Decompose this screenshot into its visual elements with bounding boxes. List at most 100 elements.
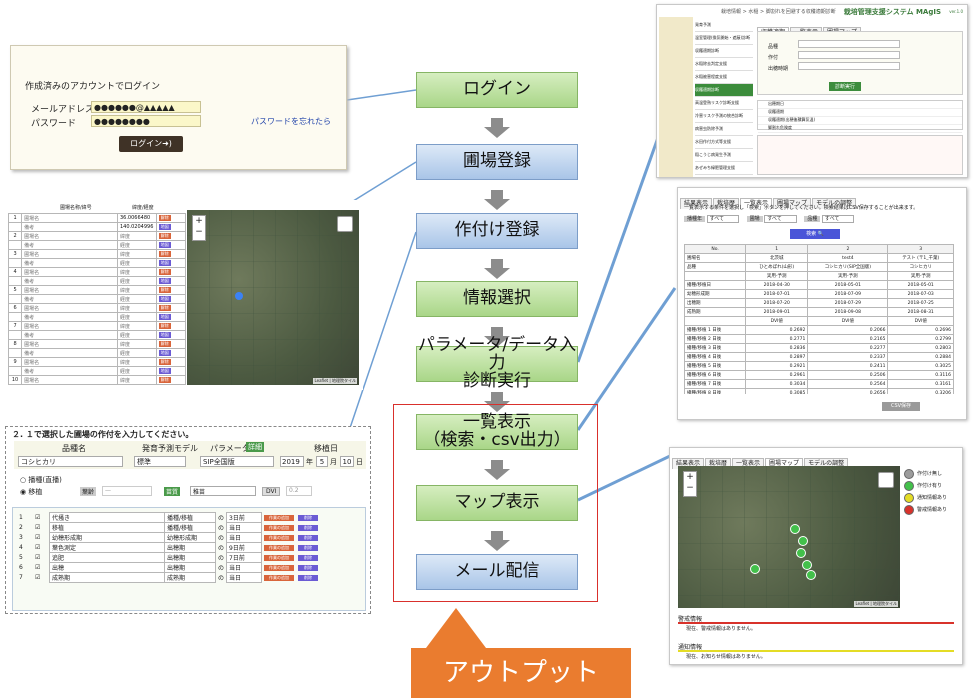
stage-checkbox[interactable]: ☑ bbox=[35, 574, 41, 581]
detail-button[interactable]: 詳細 bbox=[246, 442, 264, 452]
latlng-cell[interactable]: 36.0066480 bbox=[116, 213, 157, 223]
latlng-cell[interactable]: 緯度 bbox=[116, 267, 157, 277]
leaf-age-select[interactable]: — bbox=[102, 486, 152, 496]
stage-checkbox[interactable]: ☑ bbox=[35, 544, 41, 551]
latlng-cell[interactable]: 経度 bbox=[116, 312, 157, 322]
model-select[interactable]: 標準 bbox=[134, 456, 186, 467]
filter-variety-select[interactable]: すべて bbox=[821, 215, 855, 223]
stage-base-select[interactable]: 出穂期 bbox=[164, 562, 216, 573]
diag-input-field[interactable] bbox=[798, 40, 900, 48]
tab-2[interactable]: 一覧表示 bbox=[740, 198, 773, 209]
field-name-cell[interactable]: 圃場名 bbox=[21, 231, 118, 241]
stage-offset-select[interactable]: 当日 bbox=[226, 562, 263, 573]
stage-offset-select[interactable]: 7日前 bbox=[226, 552, 263, 563]
stage-checkbox[interactable]: ☑ bbox=[35, 534, 41, 541]
stage-name-input[interactable]: 追肥 bbox=[49, 552, 165, 563]
latlng-cell[interactable]: 経度 bbox=[116, 276, 157, 286]
map-button[interactable]: 地図 bbox=[158, 242, 171, 248]
map-button[interactable]: 地図 bbox=[158, 224, 171, 230]
map-zoom-control[interactable]: +− bbox=[683, 471, 697, 497]
sidebar-item[interactable]: 水稲除去判定支援 bbox=[695, 58, 753, 71]
seedling-select[interactable]: 稚苗 bbox=[190, 486, 256, 496]
stage-name-input[interactable]: 出穂 bbox=[49, 562, 165, 573]
planted-field-marker-icon[interactable] bbox=[796, 548, 806, 558]
transplant-radio[interactable]: ◉ 移植 bbox=[20, 488, 43, 496]
sidebar-item[interactable]: 発育予測 bbox=[695, 19, 753, 32]
map-button[interactable]: 地図 bbox=[158, 260, 171, 266]
stage-name-input[interactable]: 移植 bbox=[49, 522, 165, 533]
sidebar-item[interactable]: 高温登熟リスク診断支援 bbox=[695, 97, 753, 110]
release-button[interactable]: 解除 bbox=[158, 287, 171, 293]
day-input[interactable]: 10 bbox=[340, 456, 354, 467]
field-name-cell[interactable]: 圃場名 bbox=[21, 321, 118, 331]
latlng-cell[interactable]: 緯度 bbox=[116, 303, 157, 313]
delete-button[interactable]: 削除 bbox=[298, 535, 319, 541]
field-name-cell[interactable]: 備考 bbox=[21, 312, 118, 322]
sidebar-item[interactable]: 収穫適期診断 bbox=[695, 45, 753, 58]
sidebar-item[interactable]: 温室管理(換気開始・遮蔽)診断 bbox=[695, 32, 753, 45]
field-map-view[interactable]: +− Leaflet | 地理院タイル bbox=[678, 466, 900, 608]
field-name-cell[interactable]: 備考 bbox=[21, 330, 118, 340]
release-button[interactable]: 解除 bbox=[158, 251, 171, 257]
field-name-cell[interactable]: 圃場名 bbox=[21, 303, 118, 313]
latlng-cell[interactable]: 緯度 bbox=[116, 285, 157, 295]
latlng-cell[interactable]: 緯度 bbox=[116, 375, 157, 385]
tab-1[interactable]: 栽培歴 bbox=[713, 198, 740, 209]
delete-button[interactable]: 削除 bbox=[298, 555, 319, 561]
year-input[interactable]: 2019 bbox=[280, 456, 304, 467]
stage-name-input[interactable]: 成熟期 bbox=[49, 572, 165, 583]
delete-button[interactable]: 削除 bbox=[298, 515, 319, 521]
latlng-cell[interactable]: 140.0204996 bbox=[116, 222, 157, 232]
planted-field-marker-icon[interactable] bbox=[798, 536, 808, 546]
field-name-cell[interactable]: 圃場名 bbox=[21, 375, 118, 385]
sidebar-item[interactable]: あぜみち緑肥管理支援 bbox=[695, 162, 753, 175]
delete-button[interactable]: 削除 bbox=[298, 525, 319, 531]
direct-seeding-radio[interactable]: ○ 播種(直播) bbox=[20, 476, 62, 484]
stage-offset-select[interactable]: 当日 bbox=[226, 522, 263, 533]
stage-name-input[interactable]: 幼穂形成期 bbox=[49, 532, 165, 543]
latlng-cell[interactable]: 緯度 bbox=[116, 231, 157, 241]
release-button[interactable]: 解除 bbox=[158, 233, 171, 239]
stage-base-select[interactable]: 播種/移植 bbox=[164, 512, 216, 523]
latlng-cell[interactable]: 経度 bbox=[116, 258, 157, 268]
release-button[interactable]: 解除 bbox=[158, 323, 171, 329]
stage-offset-select[interactable]: 9日前 bbox=[226, 542, 263, 553]
diag-input-field[interactable] bbox=[798, 62, 900, 70]
latlng-cell[interactable]: 経度 bbox=[116, 240, 157, 250]
tab-3[interactable]: 圃場マップ bbox=[765, 458, 804, 469]
release-button[interactable]: 解除 bbox=[158, 377, 171, 383]
tab-0[interactable]: 結果表示 bbox=[680, 198, 713, 209]
tab-2[interactable]: 一覧表示 bbox=[732, 458, 765, 469]
password-field[interactable]: ●●●●●●●● bbox=[91, 115, 201, 127]
planted-field-marker-icon[interactable] bbox=[790, 524, 800, 534]
map-button[interactable]: 地図 bbox=[158, 368, 171, 374]
forgot-password-link[interactable]: パスワードを忘れたら bbox=[251, 117, 331, 126]
release-button[interactable]: 解除 bbox=[158, 305, 171, 311]
add-work-button[interactable]: 作業の追加 bbox=[264, 545, 295, 551]
field-name-cell[interactable]: 圃場名 bbox=[21, 213, 118, 223]
add-work-button[interactable]: 作業の追加 bbox=[264, 535, 295, 541]
stage-checkbox[interactable]: ☑ bbox=[35, 564, 41, 571]
release-button[interactable]: 解除 bbox=[158, 341, 171, 347]
field-name-cell[interactable]: 圃場名 bbox=[21, 249, 118, 259]
field-name-cell[interactable]: 圃場名 bbox=[21, 267, 118, 277]
layers-icon[interactable] bbox=[337, 216, 353, 232]
latlng-cell[interactable]: 緯度 bbox=[116, 339, 157, 349]
login-button[interactable]: ログイン➜) bbox=[119, 136, 183, 152]
add-work-button[interactable]: 作業の追加 bbox=[264, 555, 295, 561]
run-diagnosis-button[interactable]: 診断実行 bbox=[829, 82, 862, 91]
field-map[interactable]: +− Leaflet | 地理院タイル bbox=[187, 210, 359, 385]
stage-offset-select[interactable]: 3日前 bbox=[226, 512, 263, 523]
tab-1[interactable]: 栽培暦 bbox=[705, 458, 732, 469]
sidebar-item[interactable]: 水稲被害程度支援 bbox=[695, 71, 753, 84]
field-name-cell[interactable]: 備考 bbox=[21, 366, 118, 376]
map-button[interactable]: 地図 bbox=[158, 278, 171, 284]
delete-button[interactable]: 削除 bbox=[298, 575, 319, 581]
field-name-cell[interactable]: 備考 bbox=[21, 240, 118, 250]
planted-field-marker-icon[interactable] bbox=[750, 564, 760, 574]
latlng-cell[interactable]: 緯度 bbox=[116, 357, 157, 367]
diag-input-field[interactable] bbox=[798, 51, 900, 59]
stage-name-input[interactable]: 代掻き bbox=[49, 512, 165, 523]
sidebar-item[interactable]: 水田作付方式等支援 bbox=[695, 136, 753, 149]
field-name-cell[interactable]: 備考 bbox=[21, 222, 118, 232]
